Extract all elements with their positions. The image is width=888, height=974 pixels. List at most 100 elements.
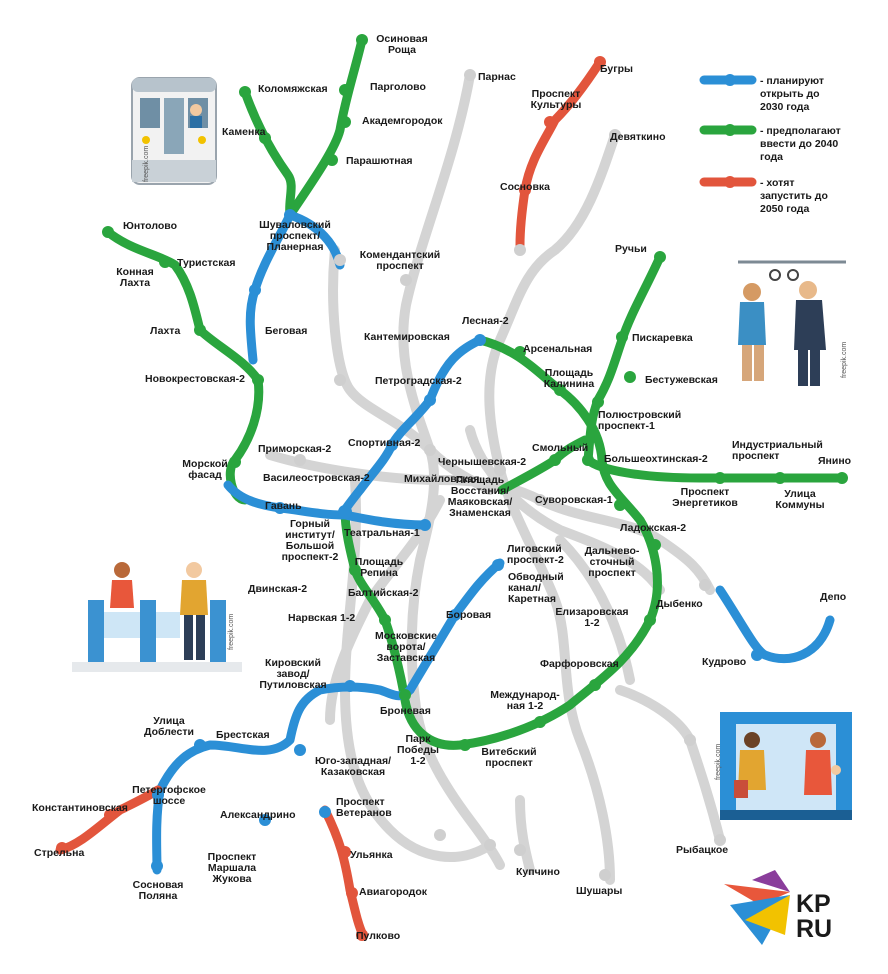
station-dot	[836, 472, 848, 484]
station-dot	[194, 324, 206, 336]
station-dot	[338, 505, 352, 519]
station-dot	[239, 86, 251, 98]
station-dot	[654, 251, 666, 263]
station-label-narvskaya: Нарвская 1-2	[288, 612, 355, 624]
station-label-aleksandrino: Александрино	[220, 809, 296, 821]
station-dot	[334, 254, 346, 266]
station-label-bolsheokhtinskaya: Большеохтинская-2	[604, 453, 708, 465]
station-dot	[399, 689, 411, 701]
station-label-yanino: Янино	[818, 455, 851, 467]
station-label-depo: Депо	[820, 591, 846, 603]
station-dot	[714, 472, 726, 484]
station-dot	[714, 834, 726, 846]
station-dot	[294, 454, 306, 466]
station-label-devyatkino: Девяткино	[610, 131, 666, 143]
station-label-yugo-zapadnaya: Юго-западная/Казаковская	[315, 755, 391, 778]
station-dot	[609, 129, 621, 141]
station-dot	[492, 559, 504, 571]
legend-text-red: - хотят запустить до 2050 года	[760, 177, 831, 215]
station-label-piskarevka: Пискаревка	[632, 332, 693, 344]
station-label-kolomyazhskaya: Коломяжская	[258, 83, 328, 95]
station-dot	[554, 384, 566, 396]
station-dot	[339, 116, 351, 128]
station-dot	[229, 456, 241, 468]
turnstile-illustration: freepik.com	[72, 560, 242, 672]
station-dot	[159, 256, 171, 268]
station-label-parashyutnaya: Парашютная	[346, 155, 413, 167]
station-label-parnas: Парнас	[478, 71, 516, 83]
station-dot	[344, 680, 356, 692]
station-dot	[319, 806, 331, 818]
legend-text-green: - предполагают ввести до 2040 года	[760, 125, 844, 163]
red-line-konstantinovskaya	[55, 785, 163, 855]
legend: - планируют открыть до 2030 года - предп…	[699, 74, 844, 215]
station-dot	[544, 116, 556, 128]
station-dot	[624, 371, 636, 383]
station-dot	[259, 132, 271, 144]
freepik-credit: freepik.com	[228, 614, 235, 650]
station-label-kamenka: Каменка	[222, 126, 266, 138]
station-label-rybatskoe: Рыбацкое	[676, 844, 728, 856]
station-dot	[649, 539, 661, 551]
station-dot	[424, 394, 436, 406]
station-dot	[194, 739, 206, 751]
station-dot	[514, 346, 526, 358]
station-label-kantemirovskaya: Кантемировская	[364, 331, 450, 343]
station-label-sosnovka: Сосновка	[500, 181, 550, 193]
station-dot	[151, 860, 163, 872]
station-dot	[599, 869, 611, 881]
blue-line-gavan	[223, 480, 430, 530]
station-label-brestskaya: Брестская	[216, 729, 270, 741]
train-illustration: freepik.com	[131, 77, 217, 185]
station-dot	[334, 374, 346, 386]
station-dots	[56, 34, 848, 941]
station-label-mikhaylovskaya: Михайловская	[404, 473, 480, 485]
station-label-novokrestovskaya: Новокрестовская-2	[145, 373, 245, 385]
station-label-lesnaya-2: Лесная-2	[462, 315, 509, 327]
station-dot	[616, 331, 628, 343]
station-dot	[699, 579, 711, 591]
station-label-gavan: Гавань	[265, 500, 302, 512]
station-dot	[614, 499, 626, 511]
station-label-ladozhskaya: Ладожская-2	[620, 522, 686, 534]
station-label-suvorovskaya: Суворовская-1	[535, 494, 613, 506]
station-dot	[349, 564, 361, 576]
freepik-credit: freepik.com	[841, 342, 848, 378]
station-label-dvinskaya: Двинская-2	[248, 583, 307, 595]
legend-item-blue: - планируют открыть до 2030 года	[699, 74, 824, 113]
gray-line-komendantsky	[328, 245, 495, 495]
station-dot	[474, 334, 486, 346]
station-label-smolny: Смольный	[532, 442, 588, 454]
station-dot	[594, 56, 606, 68]
station-label-kupchino: Купчино	[516, 866, 560, 878]
legend-item-green: - предполагают ввести до 2040 года	[699, 124, 844, 163]
station-dot	[356, 929, 368, 941]
station-label-bronevaya: Броневая	[380, 705, 431, 717]
station-label-akademgorodok: Академгородок	[362, 115, 443, 127]
station-dot	[534, 494, 546, 506]
station-dot	[464, 69, 476, 81]
station-dot	[104, 809, 116, 821]
station-label-shushary: Шушары	[576, 885, 622, 897]
station-label-pargolovo: Парголово	[370, 81, 426, 93]
station-dot	[56, 842, 68, 854]
station-dot	[386, 439, 398, 451]
station-dot	[419, 519, 431, 531]
station-dot	[102, 226, 114, 238]
green-dots	[102, 34, 848, 751]
legend-item-red: - хотят запустить до 2050 года	[699, 176, 831, 215]
